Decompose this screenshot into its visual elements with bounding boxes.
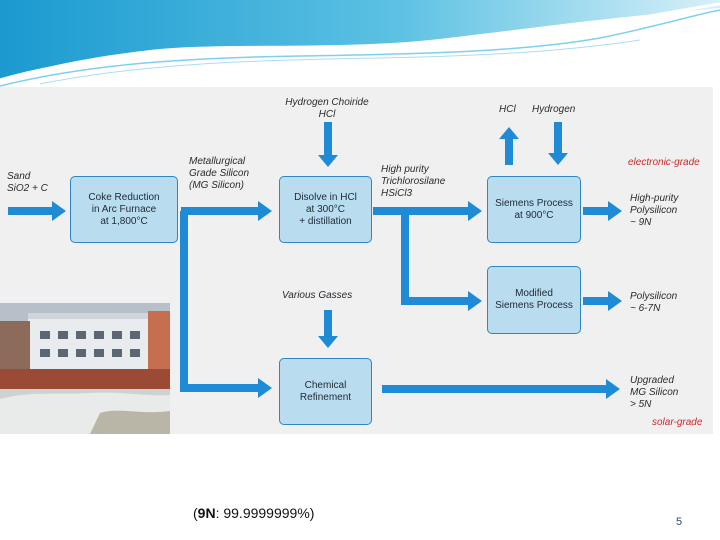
solar-grade-label: solar-grade bbox=[652, 417, 703, 428]
upgraded-mg-silicon-label: Upgraded MG Silicon > 5N bbox=[630, 375, 679, 410]
dissolve-hcl-box: Disolve in HCl at 300°C + distillation bbox=[279, 176, 372, 243]
high-purity-polysilicon-label: High-purity Polysilicon ~ 9N bbox=[630, 193, 679, 228]
factory-photo bbox=[0, 303, 170, 434]
header-wave-decoration bbox=[0, 0, 720, 87]
polysilicon-label: Polysilicon ~ 6-7N bbox=[630, 291, 678, 314]
modified-siemens-box: Modified Siemens Process bbox=[487, 266, 581, 334]
footnote-value: : 99.9999999%) bbox=[215, 505, 315, 521]
hydrogen-input-label: Hydrogen bbox=[532, 104, 576, 115]
arrow-sand-to-coke bbox=[8, 201, 66, 221]
siemens-process-box: Siemens Process at 900°C bbox=[487, 176, 581, 243]
mg-silicon-label: Metallurgical Grade Silicon (MG Silicon) bbox=[189, 156, 250, 191]
arrow-gasses-down bbox=[318, 310, 338, 348]
trichlorosilane-label: High purity Trichlorosilane HSiCl3 bbox=[381, 164, 446, 199]
electronic-grade-label: electronic-grade bbox=[628, 157, 700, 168]
page-number: 5 bbox=[676, 516, 683, 528]
footnote: (9N: 99.9999999%) bbox=[193, 505, 315, 521]
arrow-hydrogen-down bbox=[548, 122, 568, 165]
flow-arrows bbox=[8, 122, 622, 399]
hcl-output-label: HCl bbox=[499, 104, 516, 115]
arrow-hcl-up bbox=[499, 127, 519, 165]
sand-input-label: Sand SiO2 + C bbox=[7, 171, 48, 194]
footnote-9n: 9N bbox=[197, 505, 216, 521]
arrow-refinement-out bbox=[382, 379, 620, 399]
hydrogen-chloride-label: Hydrogen Choiride HCl bbox=[285, 97, 369, 120]
arrow-to-modified-siemens bbox=[401, 211, 482, 311]
arrow-hcl-down bbox=[318, 122, 338, 167]
arrow-siemens-out bbox=[583, 201, 622, 221]
coke-reduction-box: Coke Reduction in Arc Furnace at 1,800°C bbox=[70, 176, 178, 243]
arrow-dissolve-to-siemens bbox=[373, 201, 482, 221]
chemical-refinement-box: Chemical Refinement bbox=[279, 358, 372, 425]
arrow-modified-out bbox=[583, 291, 622, 311]
various-gasses-label: Various Gasses bbox=[282, 290, 353, 301]
arrow-coke-to-dissolve bbox=[181, 201, 272, 221]
arrow-mg-to-refinement bbox=[180, 211, 272, 398]
